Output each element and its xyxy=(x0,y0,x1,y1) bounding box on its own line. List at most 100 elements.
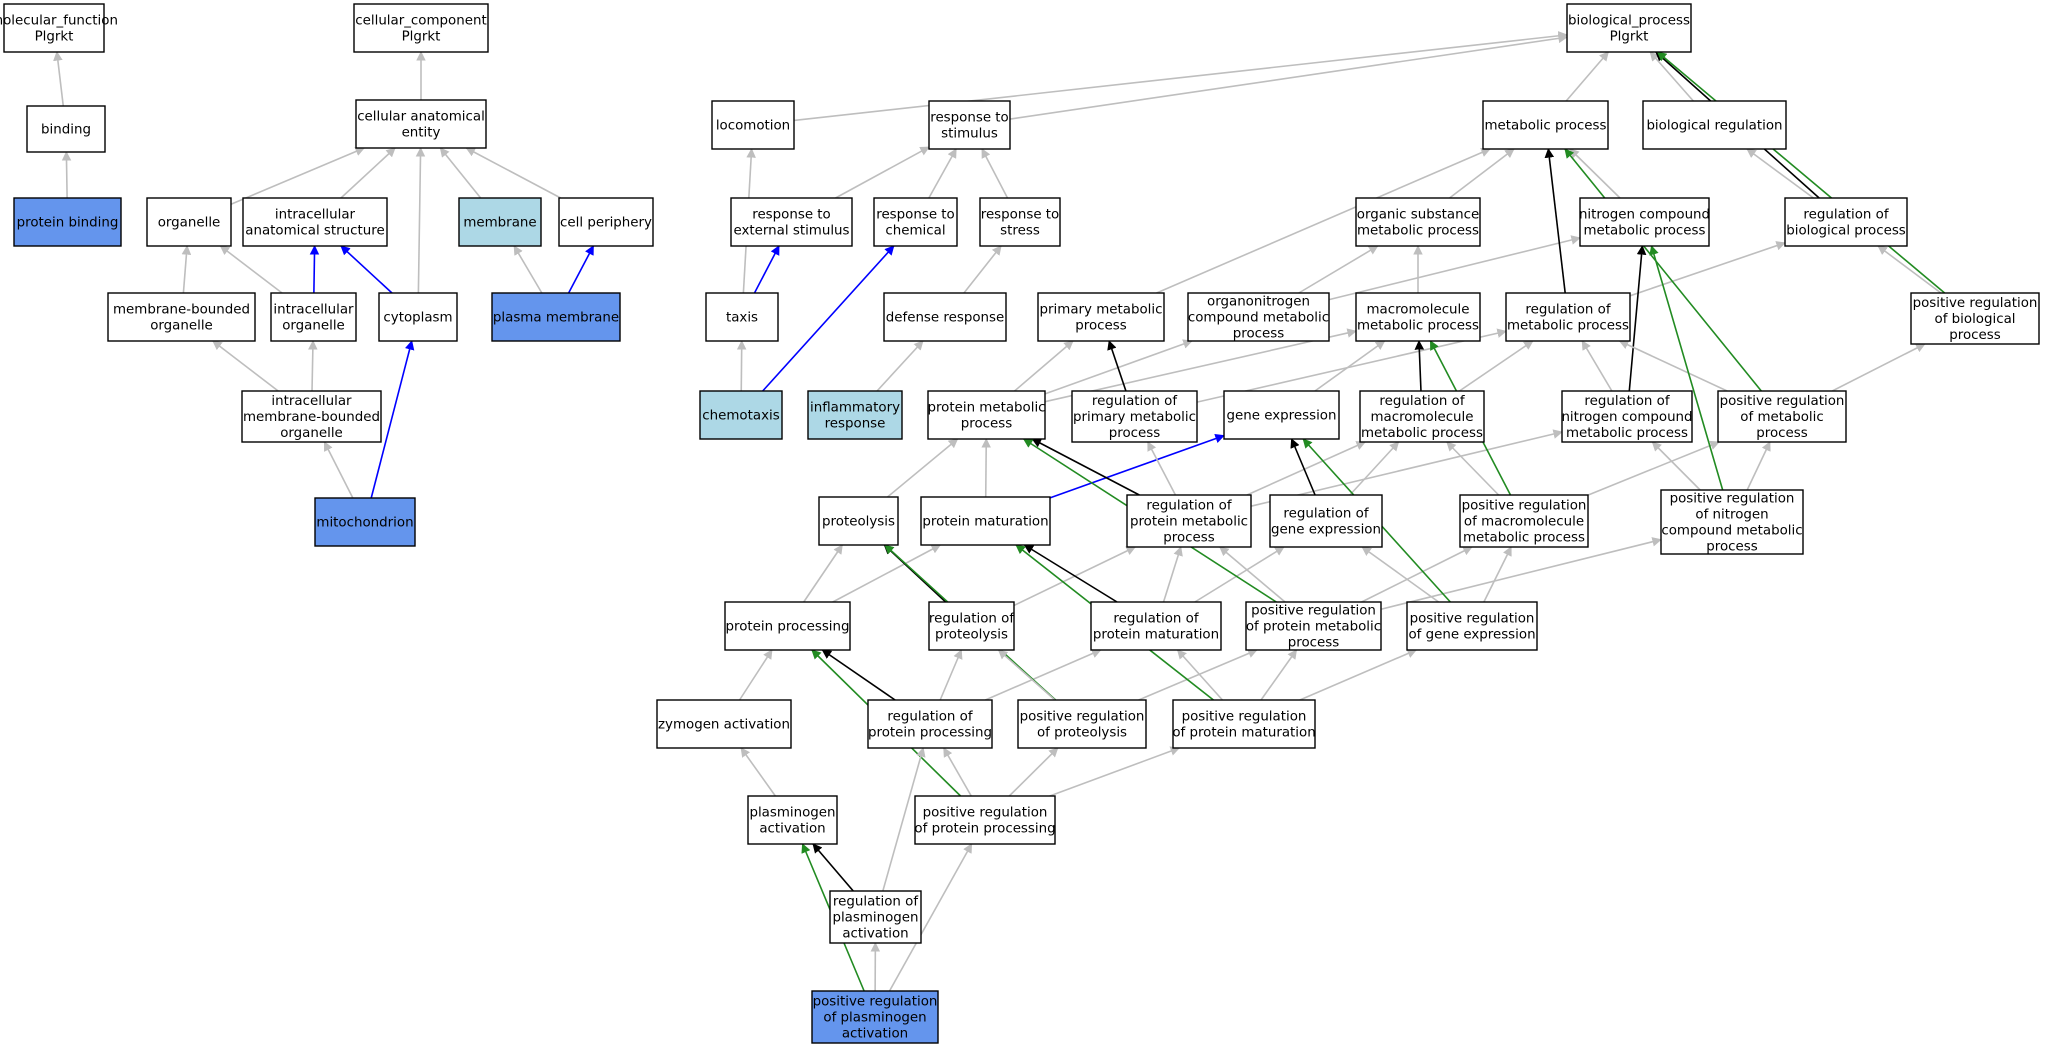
edge-is-a xyxy=(835,146,930,199)
node-box xyxy=(699,390,783,440)
node-box xyxy=(458,197,542,247)
node-label: stress xyxy=(1000,223,1040,238)
edge-is-a xyxy=(1380,537,1662,611)
node-label: nitrogen compound xyxy=(1561,410,1692,425)
node-label: gene expression xyxy=(1227,408,1337,423)
node-gene-expression[interactable]: gene expression xyxy=(1223,390,1340,440)
node-label: macromolecule xyxy=(1370,410,1473,425)
node-protein-processing[interactable]: protein processing xyxy=(724,601,851,651)
edge-is-a xyxy=(997,649,1056,701)
edge-is-a xyxy=(1361,546,1440,603)
edge-is-a xyxy=(928,148,957,199)
edge-is-a xyxy=(61,151,72,199)
node-box xyxy=(1660,489,1804,555)
edges-layer xyxy=(53,31,1946,992)
node-defense-response[interactable]: defense response xyxy=(883,292,1007,342)
node-box xyxy=(1579,197,1710,247)
node-label: metabolic process xyxy=(1463,530,1585,545)
node-label: process xyxy=(1706,539,1757,554)
node-taxis[interactable]: taxis xyxy=(705,292,779,342)
node-label: response to xyxy=(752,207,831,222)
edge-is-a xyxy=(943,747,972,797)
node-cell-periphery[interactable]: cell periphery xyxy=(558,197,654,247)
node-label: of protein maturation xyxy=(1172,725,1315,740)
node-protein-binding[interactable]: protein binding xyxy=(13,197,122,247)
edge-is-a xyxy=(439,147,482,199)
edge-is-a xyxy=(1219,546,1286,603)
node-metabolic-process[interactable]: metabolic process xyxy=(1482,100,1609,150)
node-box xyxy=(1355,292,1481,342)
edge-is-a xyxy=(1877,245,1942,294)
node-box xyxy=(1482,100,1609,150)
node-box xyxy=(807,390,903,440)
node-proteolysis[interactable]: proteolysis xyxy=(818,496,899,546)
node-label: entity xyxy=(402,125,441,140)
node-box xyxy=(1566,3,1692,53)
edge-is-a xyxy=(1009,33,1568,120)
node-mitochondrion[interactable]: mitochondrion xyxy=(314,497,416,547)
node-protein-maturation[interactable]: protein maturation xyxy=(920,496,1051,546)
node-plasma-membrane[interactable]: plasma membrane xyxy=(491,292,621,342)
node-locomotion[interactable]: locomotion xyxy=(711,100,795,150)
node-organelle[interactable]: organelle xyxy=(146,197,232,247)
node-membrane[interactable]: membrane xyxy=(458,197,542,247)
node-label: zymogen activation xyxy=(658,717,790,732)
node-label: metabolic process xyxy=(1485,118,1607,133)
edge-is-a xyxy=(1044,328,1357,403)
node-label: metabolic process xyxy=(1361,426,1483,441)
edge-is-a xyxy=(1618,340,1728,392)
node-zymogen-activation[interactable]: zymogen activation xyxy=(656,699,792,749)
node-chemotaxis[interactable]: chemotaxis xyxy=(699,390,783,440)
edge-part-of xyxy=(340,245,393,294)
node-biological-regulation[interactable]: biological regulation xyxy=(1642,100,1787,150)
edge-is-a xyxy=(736,340,747,392)
node-cytoplasm[interactable]: cytoplasm xyxy=(378,292,458,342)
node-label: intracellular xyxy=(273,302,354,317)
node-label: chemical xyxy=(885,223,945,238)
node-label: protein maturation xyxy=(1093,627,1219,642)
node-binding[interactable]: binding xyxy=(26,105,106,153)
node-label: response to xyxy=(981,207,1060,222)
